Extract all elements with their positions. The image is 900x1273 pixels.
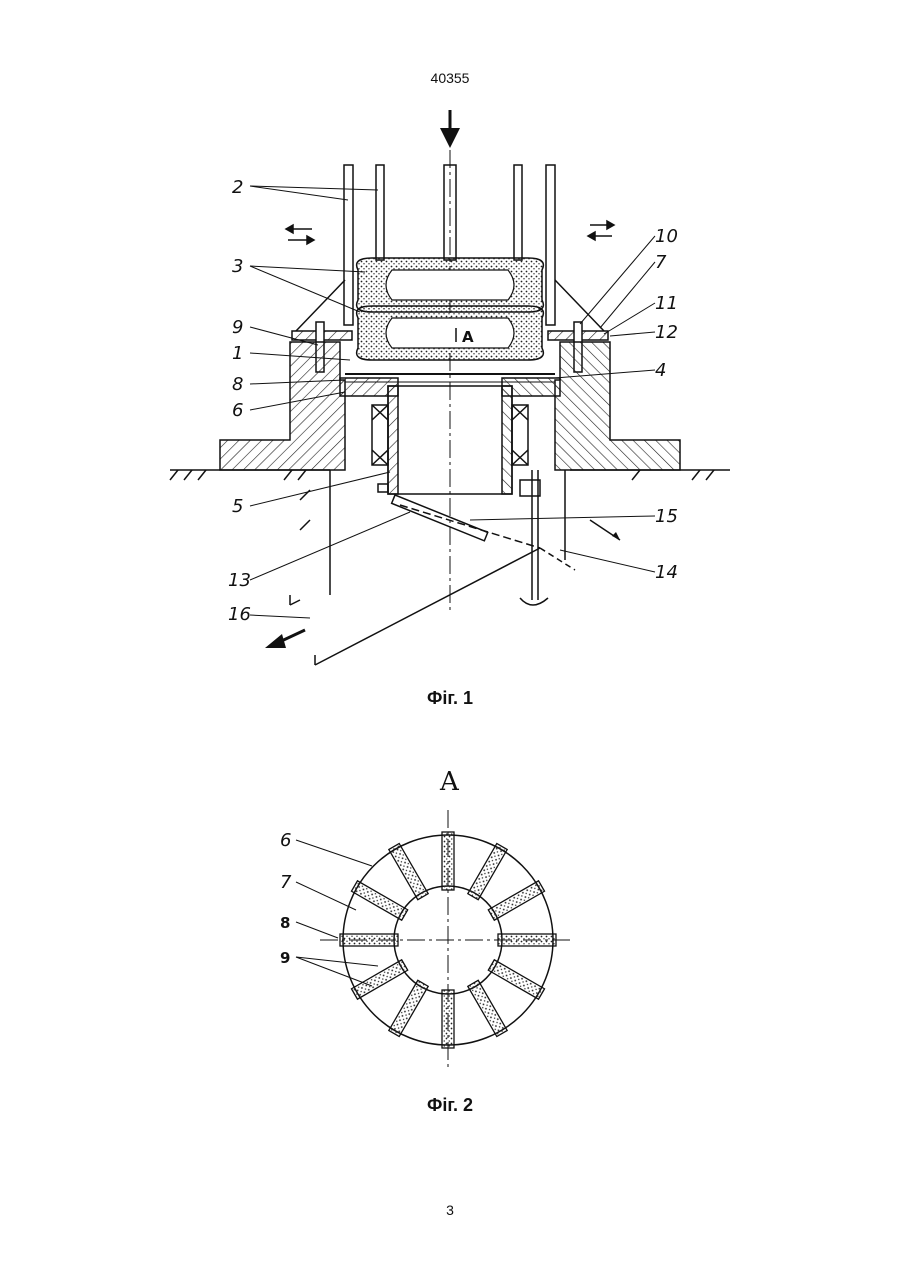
output-arrow-icon: [265, 634, 286, 648]
label-11: 11: [655, 293, 678, 314]
abrasive-segment: [498, 934, 556, 946]
figure-1: A: [170, 110, 730, 665]
label-13: 13: [228, 570, 251, 591]
abrasive-segment: [442, 832, 454, 890]
label-15: 15: [655, 506, 678, 527]
label-10: 10: [655, 226, 678, 247]
label-7: 7: [655, 252, 667, 273]
figure-2-caption: Фіг. 2: [0, 1095, 900, 1116]
tires: [357, 258, 544, 360]
feed-arrow-icon: [440, 128, 460, 148]
label-3: 3: [232, 256, 243, 277]
label-9: 9: [232, 317, 243, 338]
label-4: 4: [655, 360, 666, 381]
figure-1-caption: Фіг. 1: [0, 688, 900, 709]
view-marker-a: A: [462, 328, 474, 346]
abrasive-segment: [340, 934, 398, 946]
abrasive-segment: [442, 990, 454, 1048]
label-9b: 9: [280, 949, 290, 967]
figure-2: A 6 7 8 9: [280, 767, 570, 1070]
label-6: 6: [232, 400, 243, 421]
label-12: 12: [655, 322, 678, 343]
direction-arrows-left: [286, 225, 314, 244]
label-8: 8: [232, 374, 243, 395]
label-5: 5: [232, 496, 243, 517]
tilting-flap: [290, 470, 575, 665]
label-8b: 8: [280, 914, 290, 932]
view-a-title: A: [439, 767, 460, 797]
page-number: 3: [0, 1202, 900, 1218]
direction-arrows-right: [588, 221, 614, 240]
label-1: 1: [232, 343, 243, 364]
label-2: 2: [232, 177, 243, 198]
label-16: 16: [228, 604, 251, 625]
label-14: 14: [655, 562, 678, 583]
label-6b: 6: [280, 830, 291, 851]
label-7b: 7: [280, 872, 292, 893]
